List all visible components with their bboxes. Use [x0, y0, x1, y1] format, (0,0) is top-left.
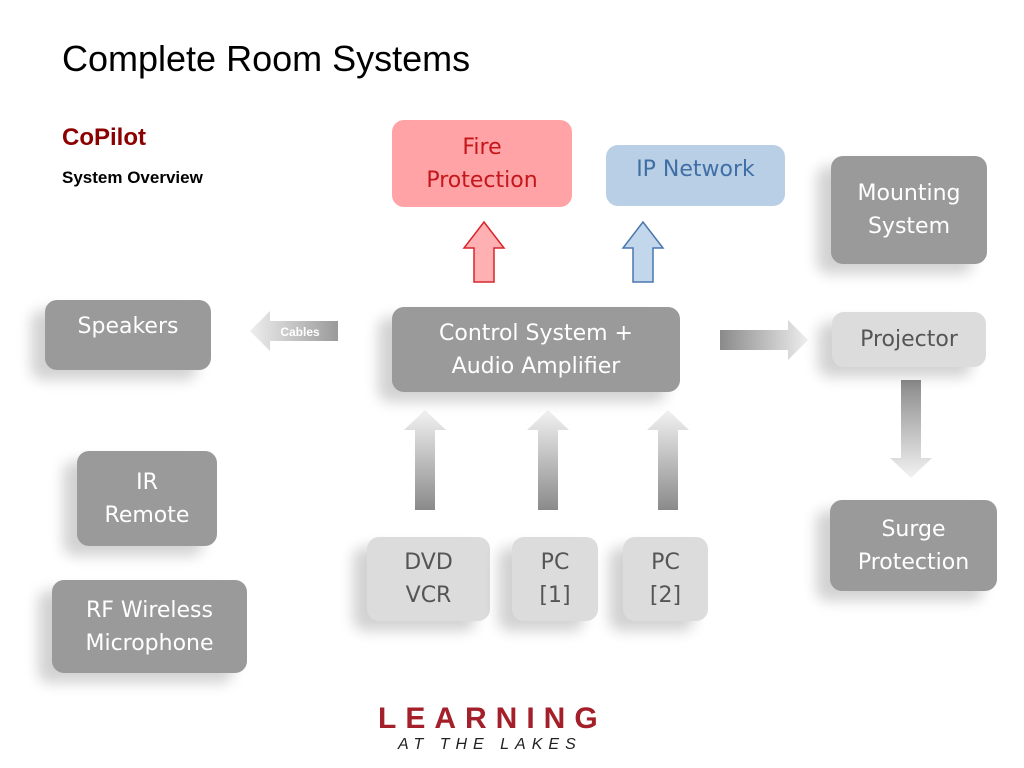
pc2-box: PC [2] [623, 537, 708, 621]
arrow-to-fire [462, 220, 506, 283]
ip-network-box: IP Network [606, 145, 785, 206]
arrow-to-surge [890, 380, 932, 478]
speakers-box: Speakers [45, 300, 211, 370]
at-the-lakes-logo: AT THE LAKES [398, 736, 582, 753]
mounting-system-box: Mounting System [831, 156, 987, 264]
surge-protection-box: Surge Protection [830, 500, 997, 591]
product-subtitle: CoPilot [62, 124, 146, 151]
fire-protection-box: Fire Protection [392, 120, 572, 207]
rf-microphone-box: RF Wireless Microphone [52, 580, 247, 673]
projector-box: Projector [832, 312, 986, 367]
dvd-vcr-box: DVD VCR [367, 537, 490, 621]
learning-logo: LEARNING [378, 702, 607, 735]
section-label: System Overview [62, 168, 203, 187]
control-system-box: Control System + Audio Amplifier [392, 307, 680, 392]
slide-title: Complete Room Systems [62, 38, 471, 79]
ir-remote-box: IR Remote [77, 451, 217, 546]
arrow-to-ip-network [621, 220, 665, 283]
pc1-box: PC [1] [512, 537, 598, 621]
arrow-from-pc1 [527, 410, 569, 510]
cables-label: Cables [280, 325, 320, 339]
arrow-from-pc2 [647, 410, 689, 510]
arrow-to-projector [720, 320, 808, 360]
arrow-cables [250, 311, 338, 351]
arrow-from-dvd [404, 410, 446, 510]
